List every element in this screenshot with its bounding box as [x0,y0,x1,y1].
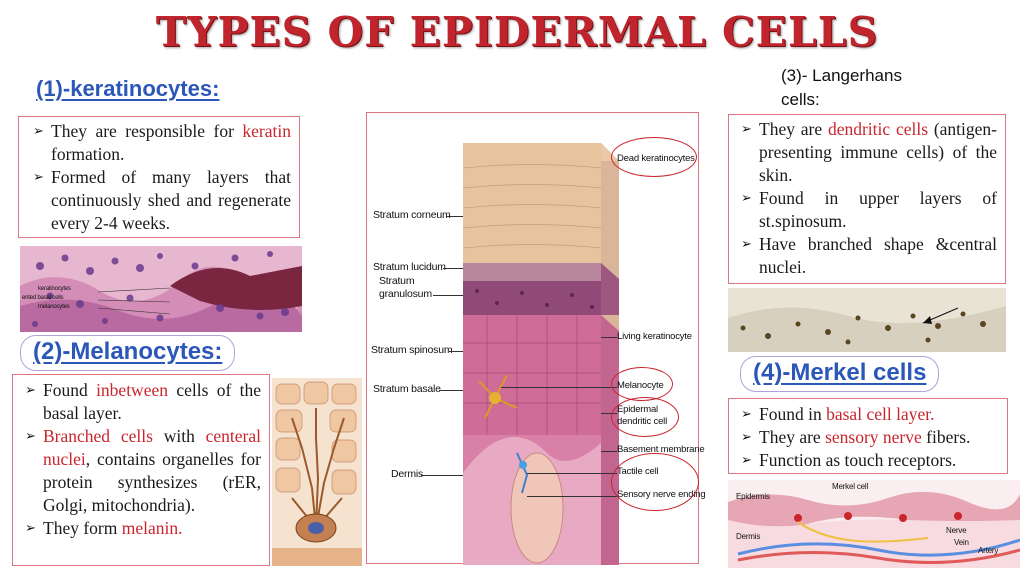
keratinocytes-heading: (1)-keratinocytes: [36,76,220,101]
leader-line [421,475,463,476]
leader-line [527,496,617,497]
highlight-ellipse [611,397,679,437]
merkel-label-epidermis: Epidermis [736,492,770,501]
keratinocytes-box: ➢ They are responsible for keratin forma… [18,116,300,238]
epidermis-layers-diagram: Stratum corneum Stratum lucidum Stratum … [366,112,706,565]
label-dermis: Dermis [391,468,424,480]
merkel-cell-diagram: Epidermis Merkel cell Dermis Nerve Vein … [728,480,1020,568]
keratinocytes-histology-image: keratinocytes ented basal cells melanocy… [20,246,302,332]
list-item: ➢ Branched cells with centeral nuclei, c… [25,426,261,515]
arrowhead-bullet-icon: ➢ [25,383,36,398]
leader-line [501,387,617,388]
melanocytes-box: ➢ Found inbetween cells of the basal lay… [12,374,270,566]
langerhans-histology-image [728,288,1006,352]
arrowhead-bullet-icon: ➢ [741,122,752,137]
label-stratum-lucidum: Stratum lucidum [373,261,446,273]
list-item: ➢ They are responsible for keratin forma… [33,121,291,164]
leader-line [433,295,463,296]
list-item: ➢ Found in upper layers of st.spinosum. [741,188,997,231]
label-stratum-corneum: Stratum corneum [373,209,451,221]
merkel-label-dermis: Dermis [736,532,761,541]
merkel-box: ➢ Found in basal cell layer. ➢ They are … [728,398,1008,474]
leader-line [447,216,463,217]
highlight-ellipse [611,137,697,177]
leader-line [601,451,617,452]
highlight-ellipse [611,367,673,401]
arrowhead-bullet-icon: ➢ [25,521,36,536]
highlight-ellipse [611,453,699,511]
label-living-keratinocyte: Living keratinocyte [617,331,692,342]
arrowhead-bullet-icon: ➢ [33,124,44,139]
leader-line [601,413,617,414]
leader-line [527,473,617,474]
leader-line [601,337,617,338]
label-stratum-spinosum: Stratum spinosum [371,344,453,356]
merkel-label-merkel-cell: Merkel cell [832,482,869,491]
merkel-label-vein: Vein [954,538,969,547]
arrowhead-bullet-icon: ➢ [741,407,752,422]
arrowhead-bullet-icon: ➢ [741,237,752,252]
langerhans-box: ➢ They are dendritic cells (antigen-pres… [728,114,1006,284]
label-stratum: Stratum [379,275,415,287]
label-stratum-basale: Stratum basale [373,383,441,395]
label-granulosum: granulosum [379,288,432,300]
page-title: TYPES OF EPIDERMAL CELLS [155,8,879,56]
list-item: ➢ Found in basal cell layer. [741,404,935,424]
leader-line [449,351,463,352]
arrowhead-bullet-icon: ➢ [741,453,752,468]
arrowhead-bullet-icon: ➢ [25,429,36,444]
list-item: ➢ They are dendritic cells (antigen-pres… [741,119,997,185]
merkel-heading: (4)-Merkel cells [740,356,940,392]
melanocyte-illustration [272,378,362,566]
photo-label-melanocytes: melanocytes [38,304,70,310]
list-item: ➢ Have branched shape &central nuclei. [741,234,997,277]
photo-label-basal-cells: ented basal cells [22,295,64,301]
list-item: ➢ They are sensory nerve fibers. [741,427,971,447]
photo-label-keratinocytes: keratinocytes [38,286,71,292]
merkel-label-nerve: Nerve [946,526,967,535]
leader-line [439,390,463,391]
list-item: ➢ Function as touch receptors. [741,450,957,470]
arrowhead-bullet-icon: ➢ [741,191,752,206]
list-item: ➢ Found inbetween cells of the basal lay… [25,380,261,423]
list-item: ➢ Formed of many layers that continuousl… [33,167,291,233]
merkel-label-artery: Artery [978,546,999,555]
arrowhead-bullet-icon: ➢ [741,430,752,445]
leader-line [443,268,463,269]
melanocytes-heading: (2)-Melanocytes: [20,335,236,371]
label-basement-membrane: Basement membrane [617,444,705,455]
arrowhead-bullet-icon: ➢ [33,170,44,185]
langerhans-heading: (3)- Langerhans cells: [781,66,902,109]
list-item: ➢ They form melanin. [25,518,183,538]
